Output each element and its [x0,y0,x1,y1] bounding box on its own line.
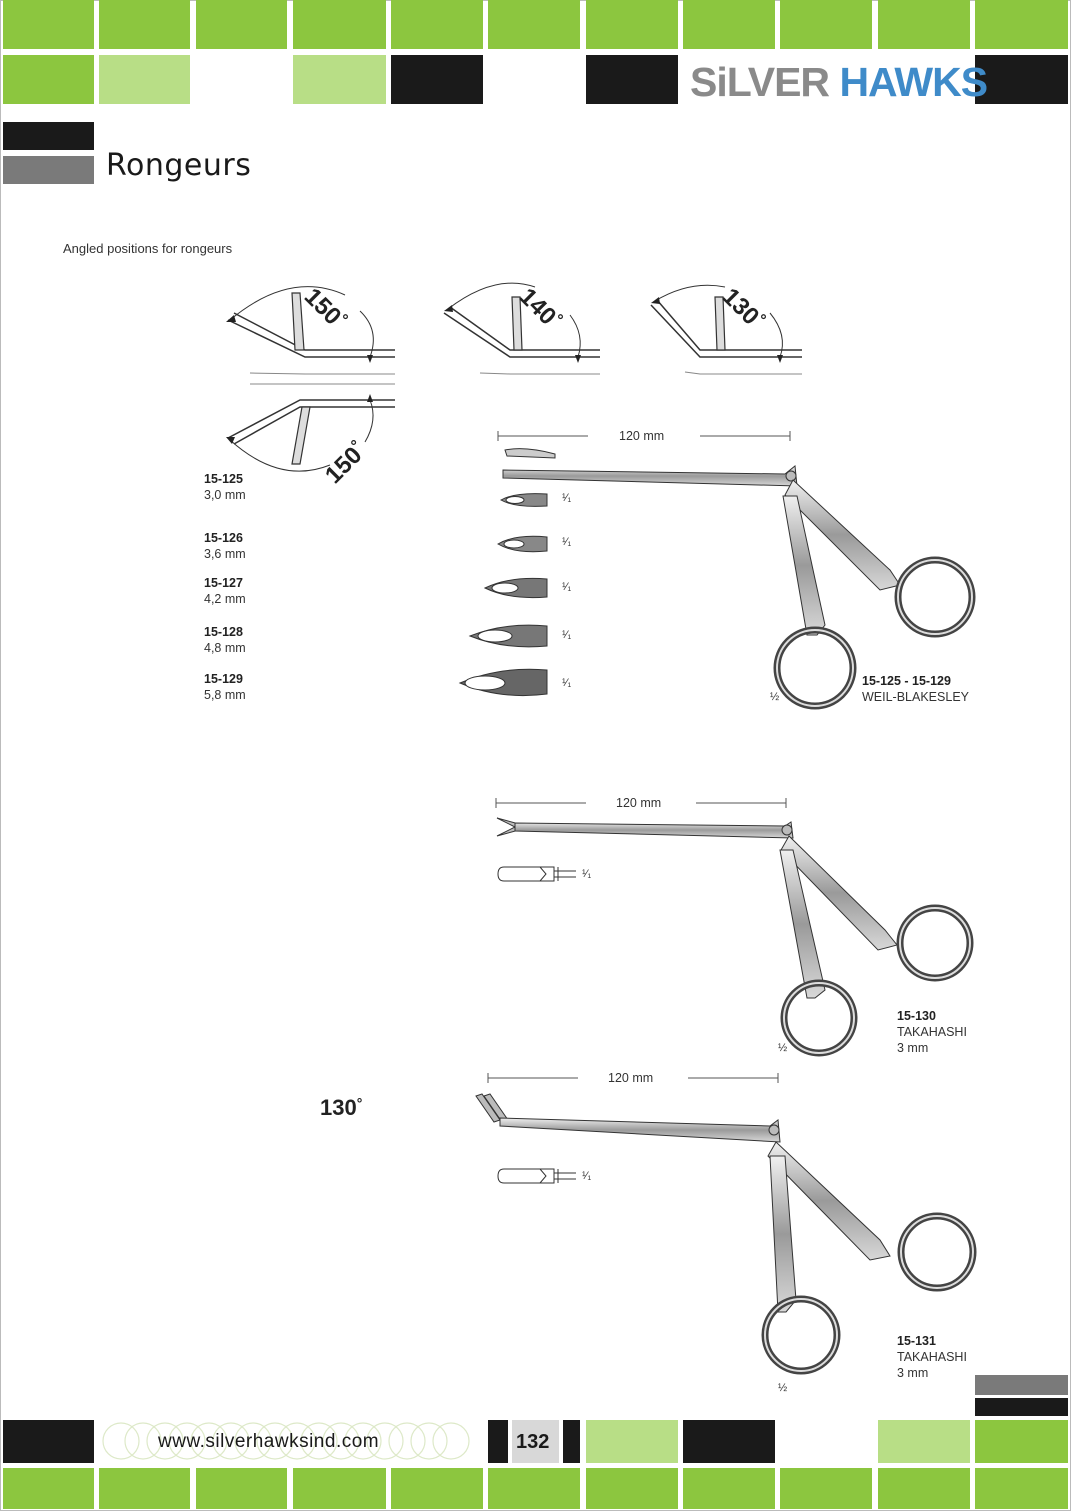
tip-ratio: ¹⁄₁ [562,536,572,548]
taka2-angle-label: 130° [320,1095,363,1120]
item-code-15-129: 15-129 [204,672,243,686]
tip-3-0 [499,493,548,507]
taka2-size: 3 mm [897,1366,929,1380]
item-code-15-125: 15-125 [204,472,243,486]
header-block [878,0,970,49]
tip-4-2 [483,577,548,599]
item-code-15-126: 15-126 [204,531,243,545]
taka1-tip-ratio: ¹⁄₁ [582,868,592,880]
footer-block [683,1420,775,1463]
footer-block [3,1420,94,1463]
angle-150-down-diagram [226,383,395,472]
header-block [780,0,872,49]
taka1-length: 120 mm [616,796,662,810]
header-block [99,55,190,104]
header-block [391,0,483,49]
taka1-name: TAKAHASHI [897,1025,967,1039]
item-size-15-128: 4,8 mm [204,641,246,655]
header-block [99,0,190,49]
item-code-15-128: 15-128 [204,625,243,639]
angle-130-diagram [650,284,802,375]
taka1-scale: ½ [778,1042,788,1054]
footer-block [878,1420,970,1463]
footer-block [391,1468,483,1509]
footer-block [563,1420,580,1463]
item-code-15-127: 15-127 [204,576,243,590]
header-block [3,55,94,104]
page-number: 132 [516,1431,550,1453]
title-bar-grey [3,156,94,184]
footer-block [196,1468,287,1509]
takahashi-131-instrument [475,1093,977,1375]
footer-circle-pattern [102,1422,470,1460]
weil-blakesley-instrument [502,448,976,710]
tip-ratio: ¹⁄₁ [562,677,572,689]
footer-block [683,1468,775,1509]
footer-block [488,1468,580,1509]
taka2-name: TAKAHASHI [897,1350,967,1364]
page-subtitle: Angled positions for rongeurs [63,241,233,256]
weil-code-range: 15-125 - 15-129 [862,674,951,688]
tip-4-8 [468,624,548,648]
weil-length: 120 mm [619,429,665,443]
header-block [975,55,1068,104]
logo-word-hawks: HAWKS [839,59,988,105]
tip-ratio: ¹⁄₁ [562,581,572,593]
taka2-scale: ½ [778,1382,788,1394]
taka1-tip-detail [497,866,576,882]
footer-block [3,1468,94,1509]
header-block [391,55,483,104]
weil-tip-illustrations [458,493,548,697]
header-block [975,0,1068,49]
footer-block [780,1468,872,1509]
angle-140-diagram [443,282,600,375]
header-block [586,55,678,104]
page-number-box [512,1420,559,1463]
logo-word-silver: SiLVER [690,59,830,105]
header-block [683,0,775,49]
taka2-tip-ratio: ¹⁄₁ [582,1170,592,1182]
title-bar-dark [3,122,94,150]
brand-logo: SiLVER HAWKS [690,57,988,107]
tip-ratio: ¹⁄₁ [562,629,572,641]
item-size-15-129: 5,8 mm [204,688,246,702]
footer-block [975,1420,1068,1463]
header-block [196,0,287,49]
header-block [586,0,678,49]
page-title: Rongeurs [106,148,252,183]
weil-dimension-line [497,431,791,441]
item-size-15-126: 3,6 mm [204,547,246,561]
taka2-dimension-line [487,1073,779,1083]
taka1-dimension-line [495,798,787,808]
tip-3-6 [497,535,548,553]
header-block [293,55,386,104]
tip-5-8 [458,668,548,697]
header-block [488,0,580,49]
footer-website-link[interactable]: www.silverhawksind.com [158,1431,380,1452]
footer-block [586,1420,678,1463]
footer-block [99,1468,190,1509]
header-block [293,0,386,49]
taka2-length: 120 mm [608,1071,654,1085]
footer-url-band [99,1420,483,1463]
taka2-tip-detail [497,1168,576,1184]
footer-block [975,1468,1068,1509]
side-bar-dark [975,1398,1068,1416]
weil-name: WEIL-BLAKESLEY [862,690,969,704]
footer-block [488,1420,508,1463]
header-block [3,0,94,49]
item-size-15-125: 3,0 mm [204,488,246,502]
taka1-size: 3 mm [897,1041,929,1055]
taka1-code: 15-130 [897,1009,936,1023]
footer-block [878,1468,970,1509]
side-bar-grey [975,1375,1068,1395]
tip-ratio: ¹⁄₁ [562,492,572,504]
item-size-15-127: 4,2 mm [204,592,246,606]
footer-block [293,1468,386,1509]
weil-scale: ½ [770,691,780,703]
angle-150-diagram [226,286,395,375]
takahashi-130-instrument [496,817,974,1057]
taka2-code: 15-131 [897,1334,936,1348]
footer-block [586,1468,678,1509]
